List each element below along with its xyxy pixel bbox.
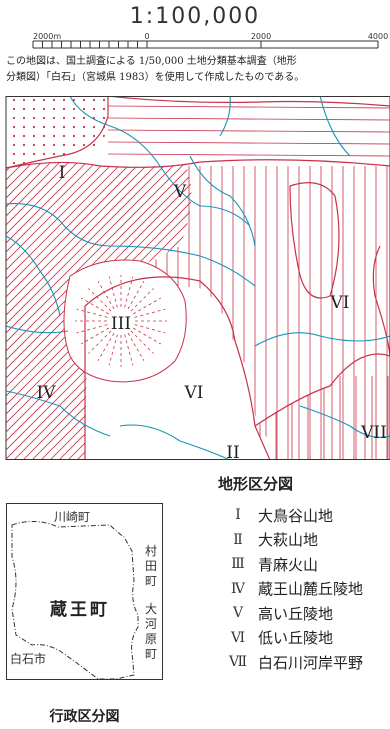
legend-numeral: Ⅶ: [228, 654, 248, 670]
legend-numeral: Ⅵ: [230, 629, 246, 646]
legend-item: Ⅱ 大萩山地: [218, 528, 318, 552]
legend-numeral: Ⅲ: [231, 556, 245, 572]
legend-name: 白石川河岸平野: [258, 653, 364, 672]
svg-text:大: 大: [145, 602, 157, 616]
zone-label-III: III: [111, 314, 131, 334]
admin-town-name: 蔵王町: [50, 599, 110, 620]
zone-label-VI-east: VI: [330, 293, 350, 313]
legend-numeral: Ⅴ: [232, 605, 244, 621]
caption-line-2: 分類図）「白石」（宮城県 1983）を使用して作成したものである。: [6, 72, 305, 83]
neighbor-shiroishi: 白石市: [10, 651, 46, 666]
caption-line-1: この地図は、国土調査による 1/50,000 土地分類基本調査（地形: [6, 56, 297, 67]
scale-ratio: 1:100,000: [129, 4, 261, 29]
legend-numeral: Ⅰ: [235, 507, 241, 523]
legend-name: 蔵王山麓丘陵地: [258, 580, 364, 598]
scale-label-2000: 2000: [251, 32, 271, 41]
legend-item: Ⅲ 青麻火山: [218, 552, 318, 576]
svg-text:村: 村: [145, 544, 157, 558]
legend-numeral: Ⅱ: [233, 531, 243, 548]
map-caption: この地図は、国土調査による 1/50,000 土地分類基本調査（地形 分類図）「…: [6, 54, 390, 86]
svg-text:町: 町: [145, 574, 157, 588]
legend-name: 大萩山地: [258, 531, 319, 549]
scale-label-2000m: 2000m: [33, 32, 61, 41]
zone-label-VII: VII: [360, 423, 387, 443]
legend-item: Ⅴ 高い丘陵地: [218, 601, 333, 625]
legend-name: 高い丘陵地: [258, 604, 334, 623]
svg-text:町: 町: [145, 647, 157, 661]
scale-label-0: 0: [144, 32, 149, 41]
neighbor-murata: 村田町: [145, 544, 157, 588]
admin-map-title: 行政区分図: [49, 709, 120, 725]
legend-name: 青麻火山: [258, 555, 319, 574]
zone-label-I: I: [59, 163, 66, 183]
zone-label-II: II: [226, 443, 239, 460]
zone-label-VI-west: VI: [184, 383, 204, 403]
scale-bar: 2000m 0 2000 4000: [32, 32, 388, 49]
legend-numeral: Ⅳ: [231, 580, 245, 597]
legend-name: 低い丘陵地: [258, 629, 334, 647]
zone-label-IV: IV: [37, 383, 57, 403]
svg-text:河: 河: [145, 617, 157, 631]
svg-text:田: 田: [145, 559, 157, 573]
legend-item: Ⅳ 蔵王山麓丘陵地: [218, 577, 363, 601]
legend-item: Ⅵ 低い丘陵地: [218, 626, 333, 650]
zone-label-V: V: [173, 182, 187, 202]
legend-title: 地形区分図: [218, 475, 294, 493]
legend-name: 大鳥谷山地: [258, 506, 334, 525]
landform-map: I V III VI IV VI VII II: [5, 96, 390, 460]
neighbor-kawasaki: 川崎町: [54, 510, 90, 524]
legend-item: Ⅶ 白石川河岸平野: [218, 650, 363, 674]
svg-text:原: 原: [145, 632, 157, 646]
legend-item: Ⅰ 大鳥谷山地: [218, 503, 333, 527]
scale-label-4000: 4000: [368, 32, 388, 41]
